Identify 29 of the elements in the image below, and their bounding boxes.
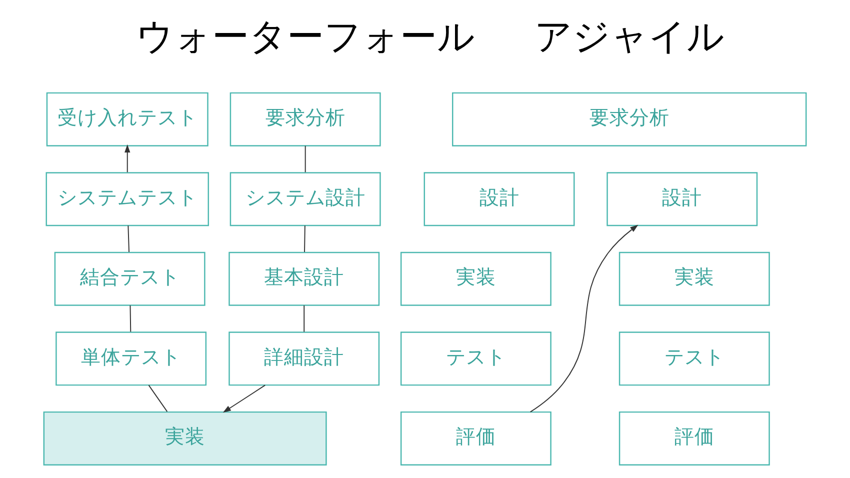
- node-box: 要求分析: [452, 92, 807, 146]
- node-box: システムテスト: [46, 172, 209, 226]
- arrow: [222, 384, 266, 413]
- label: ウォーターフォール: [136, 14, 475, 58]
- connector: [128, 225, 130, 253]
- connector: [304, 225, 306, 253]
- node-box: 設計: [424, 172, 575, 226]
- connector: [304, 145, 306, 173]
- node-box: システム設計: [230, 172, 381, 226]
- node-box: 基本設計: [228, 252, 380, 306]
- arrow: [124, 144, 130, 173]
- node-box: 実装: [43, 411, 327, 466]
- node-box: 評価: [400, 411, 552, 466]
- node-box: 設計: [606, 172, 758, 226]
- connector: [130, 304, 132, 332]
- label: アジャイル: [534, 14, 724, 58]
- node-box: 実装: [618, 252, 770, 306]
- node-box: 単体テスト: [56, 332, 207, 386]
- node-box: 結合テスト: [54, 252, 206, 306]
- node-box: 実装: [400, 252, 552, 306]
- node-box: テスト: [400, 332, 552, 386]
- node-box: 受け入れテスト: [46, 92, 208, 146]
- node-box: テスト: [618, 332, 770, 386]
- connector: [304, 304, 305, 332]
- node-box: 詳細設計: [228, 332, 380, 386]
- node-box: 評価: [618, 411, 770, 466]
- connector: [148, 384, 168, 412]
- node-box: 要求分析: [230, 92, 381, 146]
- arrow: [530, 224, 638, 412]
